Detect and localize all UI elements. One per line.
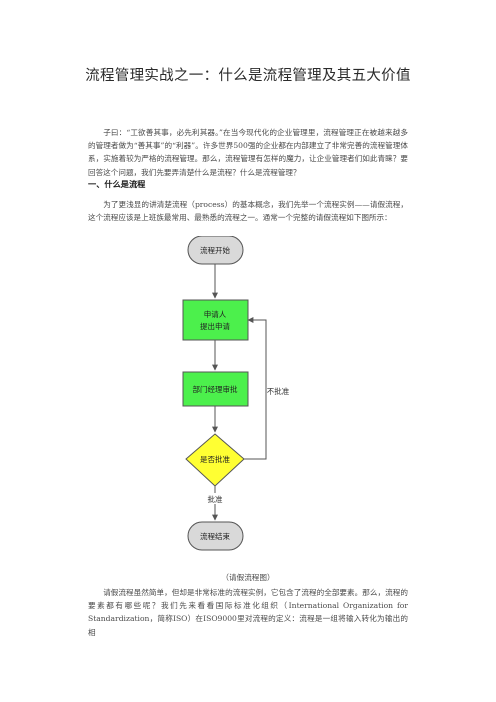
apply-label-line2: 提出申请 — [200, 321, 230, 331]
apply-label-line1: 申请人 — [204, 309, 227, 319]
closing-paragraph: 请假流程虽然简单，但却是非常标准的流程实例，它包含了流程的全部要素。那么，流程的… — [88, 588, 408, 637]
intro-paragraph: 子曰：“工欲善其事，必先利其器。”在当今现代化的企业管理里，流程管理正在被越来越… — [88, 128, 408, 177]
dept-approval-process — [182, 371, 249, 407]
approve-label: 批准 — [208, 494, 223, 504]
approval-decision — [185, 433, 245, 487]
start-label: 流程开始 — [200, 245, 230, 255]
end-label: 流程结束 — [200, 531, 230, 541]
apply-process — [182, 299, 249, 341]
leave-flowchart: 流程开始 申请人 提出申请 部门经理审批 是否批准 不批准 批准 流程结束 — [182, 236, 290, 551]
connector-reject-loop — [244, 317, 267, 460]
approve-label-bg — [203, 493, 227, 504]
start-terminal — [187, 236, 244, 265]
end-terminal — [187, 521, 244, 551]
document-title: 流程管理实战之一：什么是流程管理及其五大价值 — [85, 68, 411, 84]
decision-label: 是否批准 — [200, 454, 230, 464]
figure-caption: （请假流程图） — [221, 573, 275, 582]
dept-label: 部门经理审批 — [193, 384, 238, 394]
section-heading: 一、什么是流程 — [88, 179, 146, 189]
section-paragraph: 为了更浅显的讲清楚流程（process）的基本概念，我们先举一个流程实例——请假… — [88, 200, 408, 223]
reject-label: 不批准 — [267, 386, 290, 396]
